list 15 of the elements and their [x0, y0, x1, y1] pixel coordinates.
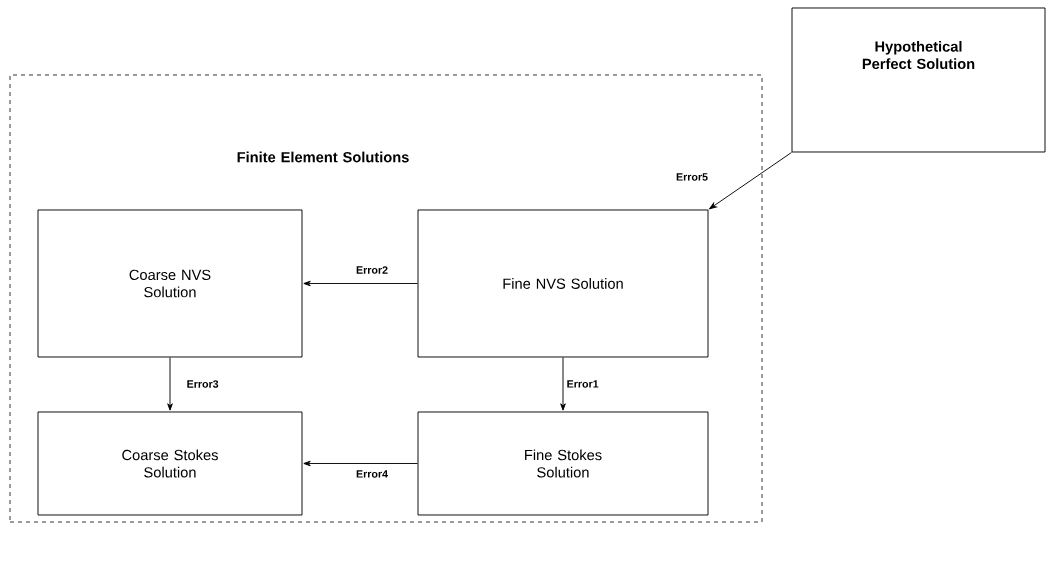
process-box: Fine Stokes Solution: [417, 411, 709, 516]
arrow: [709, 152, 792, 210]
arrow: [303, 460, 418, 467]
arrow: [303, 280, 418, 287]
edge-label: Error2: [354, 264, 390, 276]
edge-label: Error1: [565, 378, 600, 390]
edge-label: Error3: [185, 378, 220, 390]
process-box: Coarse Stokes Solution: [37, 411, 303, 516]
edge-label: Error5: [674, 171, 710, 183]
process-box: Hypothetical Perfect Solution: [791, 7, 1046, 153]
edge-label: Error4: [354, 468, 390, 480]
process-box: Fine NVS Solution: [417, 209, 709, 358]
arrow: [167, 357, 173, 411]
arrow: [560, 357, 566, 411]
process-box: Coarse NVS Solution: [37, 209, 303, 358]
